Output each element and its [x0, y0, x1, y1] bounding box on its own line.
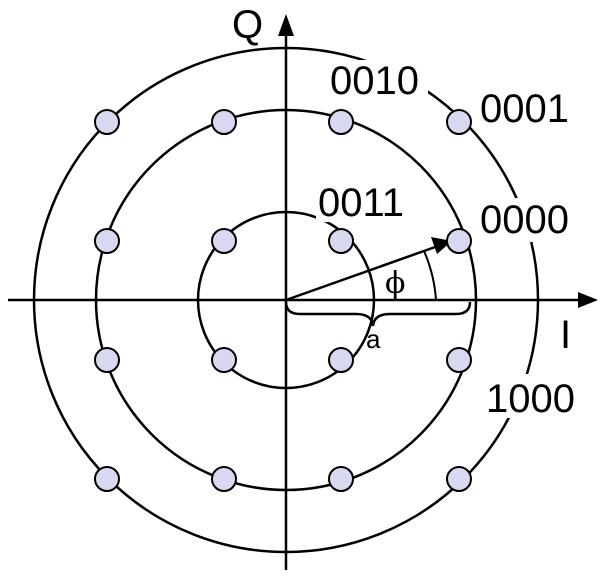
constellation-point: [328, 228, 354, 254]
label-bg-0001: [478, 86, 576, 130]
symbol-label-0001: 0001: [480, 87, 569, 131]
i-axis-label: I: [560, 313, 571, 357]
constellation-point: [94, 109, 120, 135]
amplitude-symbol: a: [366, 324, 381, 354]
amplitude-brace: [284, 301, 472, 327]
phase-angle-arc: [423, 250, 437, 301]
q-axis-arrowhead: [278, 14, 294, 36]
label-bg-0010: [330, 60, 428, 102]
constellation-point: [328, 466, 354, 492]
phase-vector: [285, 244, 439, 302]
constellation-point: [328, 109, 354, 135]
constellation-point: [211, 109, 237, 135]
constellation-points: [94, 109, 472, 492]
constellation-point: [446, 109, 472, 135]
symbol-label-0010: 0010: [330, 59, 419, 103]
constellation-point: [446, 347, 472, 373]
i-axis-arrowhead: [578, 292, 598, 308]
symbol-label-0011: 0011: [318, 181, 404, 225]
constellation-point: [328, 347, 354, 373]
q-axis-label: Q: [232, 3, 263, 47]
constellation-point: [94, 466, 120, 492]
constellation-point: [446, 228, 472, 254]
constellation-point: [211, 466, 237, 492]
constellation-point: [211, 228, 237, 254]
constellation-point: [446, 466, 472, 492]
label-bg-0000: [478, 198, 576, 242]
constellation-point: [211, 347, 237, 373]
symbol-label-1000: 1000: [486, 377, 575, 421]
constellation-point: [94, 228, 120, 254]
phase-symbol: ϕ: [385, 266, 405, 301]
label-bg-1000: [484, 374, 580, 418]
label-bg-0011: [316, 180, 412, 222]
constellation-point: [94, 347, 120, 373]
symbol-label-0000: 0000: [480, 198, 569, 242]
